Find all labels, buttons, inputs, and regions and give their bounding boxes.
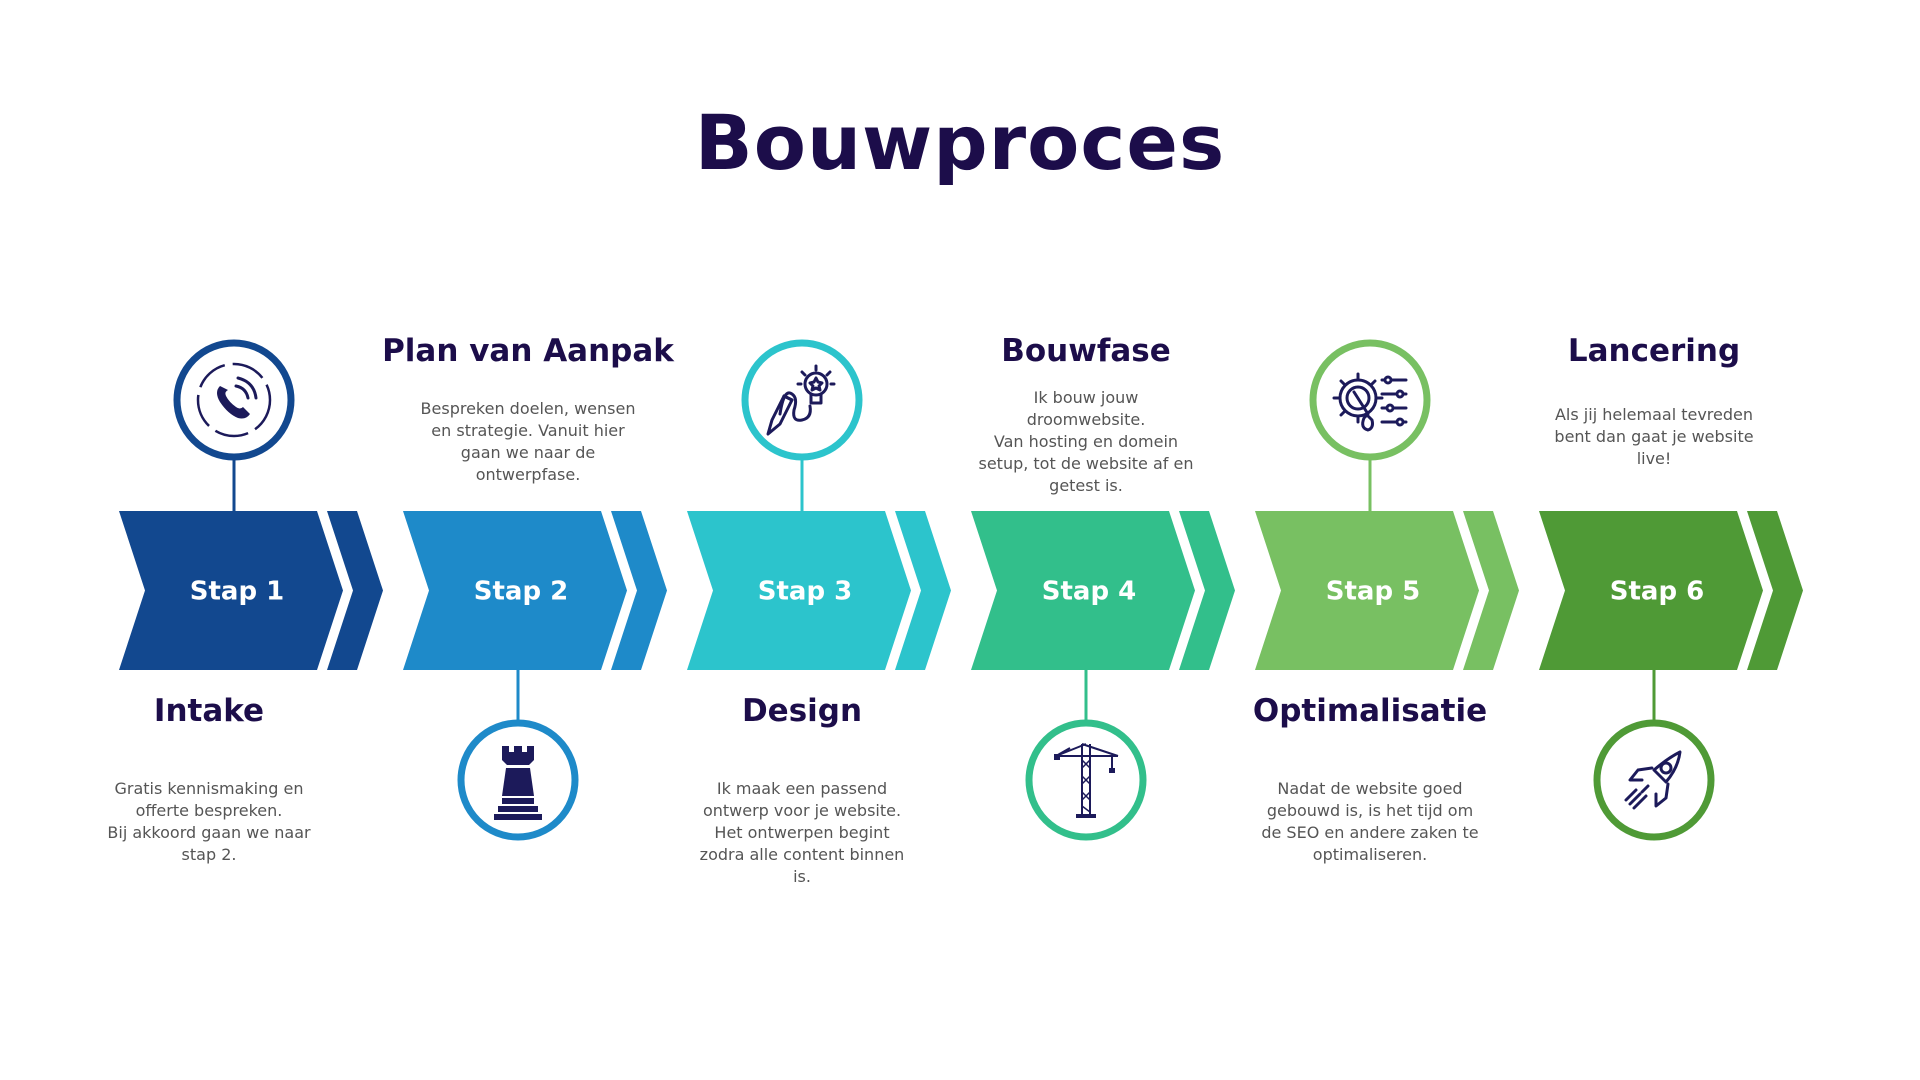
step-chevron	[1255, 511, 1479, 670]
step-chevron	[403, 511, 627, 670]
step-2: Stap 2	[403, 511, 667, 841]
step-heading: Intake	[153, 693, 265, 729]
step-1: Stap 1	[119, 339, 383, 670]
icon-circle	[173, 339, 295, 461]
step-description: Als jij helemaal tevreden bent dan gaat …	[1554, 405, 1754, 468]
step-label: Stap 1	[190, 577, 284, 607]
step-heading: Lancering	[1567, 333, 1741, 369]
step-label: Stap 4	[1042, 577, 1136, 607]
step-label: Stap 2	[474, 577, 568, 607]
step-heading: Plan van Aanpak	[382, 333, 674, 369]
step-arrow-chevron	[1463, 511, 1519, 670]
step-chevron	[1539, 511, 1763, 670]
step-description: Gratis kennismaking en offerte bespreken…	[107, 779, 311, 864]
rocket-icon	[1624, 750, 1682, 810]
step-description: Ik maak een passend ontwerp voor je webs…	[699, 779, 905, 886]
step-heading: Bouwfase	[1001, 333, 1171, 369]
step-description: Nadat de website goed gebouwd is, is het…	[1261, 779, 1479, 864]
step-label: Stap 5	[1326, 577, 1420, 607]
step-3: Stap 3	[687, 339, 951, 670]
icon-circle	[1593, 719, 1715, 841]
phone-icon	[196, 362, 272, 438]
step-5: Stap 5	[1255, 339, 1519, 670]
step-description: Bespreken doelen, wensen en strategie. V…	[420, 399, 636, 484]
step-label: Stap 6	[1610, 577, 1704, 607]
step-6: Stap 6	[1539, 511, 1803, 841]
chess-rook-icon	[494, 746, 542, 820]
step-arrow-chevron	[1179, 511, 1235, 670]
step-heading: Optimalisatie	[1252, 693, 1488, 729]
step-4: Stap 4	[971, 511, 1235, 841]
step-arrow-chevron	[611, 511, 667, 670]
gear-settings-icon	[1332, 372, 1408, 432]
step-chevron	[971, 511, 1195, 670]
page-title: Bouwproces	[694, 98, 1226, 187]
pencil-lightbulb-icon	[766, 364, 836, 436]
crane-icon	[1054, 743, 1119, 818]
step-chevron	[687, 511, 911, 670]
step-chevron	[119, 511, 343, 670]
step-description: Ik bouw jouw droomwebsite. Van hosting e…	[978, 388, 1194, 495]
step-label: Stap 3	[758, 577, 852, 607]
step-heading: Design	[741, 693, 863, 729]
step-arrow-chevron	[327, 511, 383, 670]
icon-circle	[741, 339, 863, 461]
step-arrow-chevron	[1747, 511, 1803, 670]
step-arrow-chevron	[895, 511, 951, 670]
